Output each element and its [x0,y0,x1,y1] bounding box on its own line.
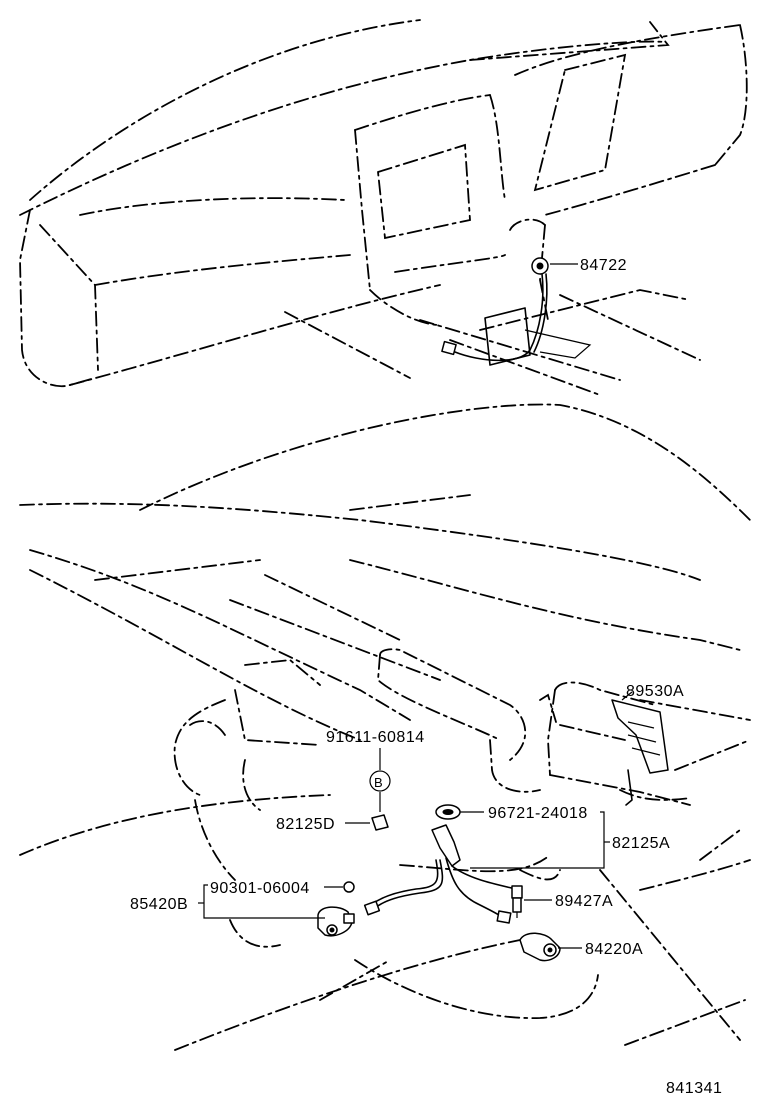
part-89530A-bracket [611,699,669,806]
part-84722-sensor [441,257,549,362]
part-90301-plug [343,881,355,893]
part-96721-grommet [435,804,461,820]
label-84722: 84722 [580,257,627,274]
part-82125D-clip [371,814,389,831]
label-90301-06004: 90301-06004 [210,880,310,897]
label-82125A: 82125A [612,835,670,852]
part-89427A-sensor [511,885,523,918]
lower-body-view [19,403,751,1051]
label-91611-60814: 91611-60814 [326,729,425,746]
callout-b-letter: B [374,775,383,790]
figure-number: 841341 [666,1080,722,1097]
instrument-panel-view [19,19,748,396]
leader-82125A-bracket [470,811,605,869]
part-82125A-harness [363,824,521,924]
label-96721-24018: 96721-24018 [488,805,588,822]
label-89530A: 89530A [626,683,684,700]
callout-b-circle [369,770,391,792]
leader-85420B-bracket [203,884,325,919]
part-85420B-motor [317,906,355,937]
leader-89530A [621,691,633,701]
label-89427A: 89427A [555,893,613,910]
label-85420B: 85420B [130,896,188,913]
label-82125D: 82125D [276,816,335,833]
part-84220A-switch [519,932,561,962]
label-84220A: 84220A [585,941,643,958]
